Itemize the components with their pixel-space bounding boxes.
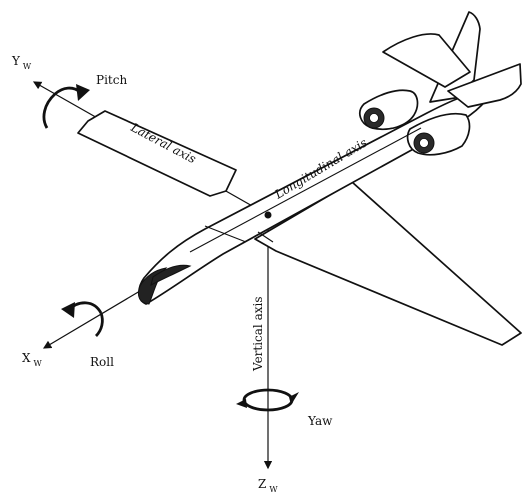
upper-horizontal-tail xyxy=(382,33,471,88)
cockpit-window xyxy=(150,264,192,286)
center-of-gravity-dot xyxy=(264,211,272,219)
upper-engine-core xyxy=(369,113,379,123)
fuselage-belly-line xyxy=(257,231,274,243)
lower-horizontal-tail xyxy=(447,63,522,108)
roll-arrow-icon xyxy=(61,301,104,337)
vertical-axis-label: Vertical axis xyxy=(251,296,265,372)
left-wing xyxy=(77,110,237,197)
pitch-label: Pitch xyxy=(96,73,127,87)
roll-label: Roll xyxy=(90,355,114,369)
yaw-label: Yaw xyxy=(307,414,333,428)
pitch-arrow-icon xyxy=(42,84,90,129)
fuselage-centerline xyxy=(189,127,422,253)
yaw-arrow-icon xyxy=(236,388,299,412)
aircraft-illustration xyxy=(77,11,522,346)
wing-root-line xyxy=(204,225,247,243)
lower-engine-core xyxy=(419,138,429,148)
